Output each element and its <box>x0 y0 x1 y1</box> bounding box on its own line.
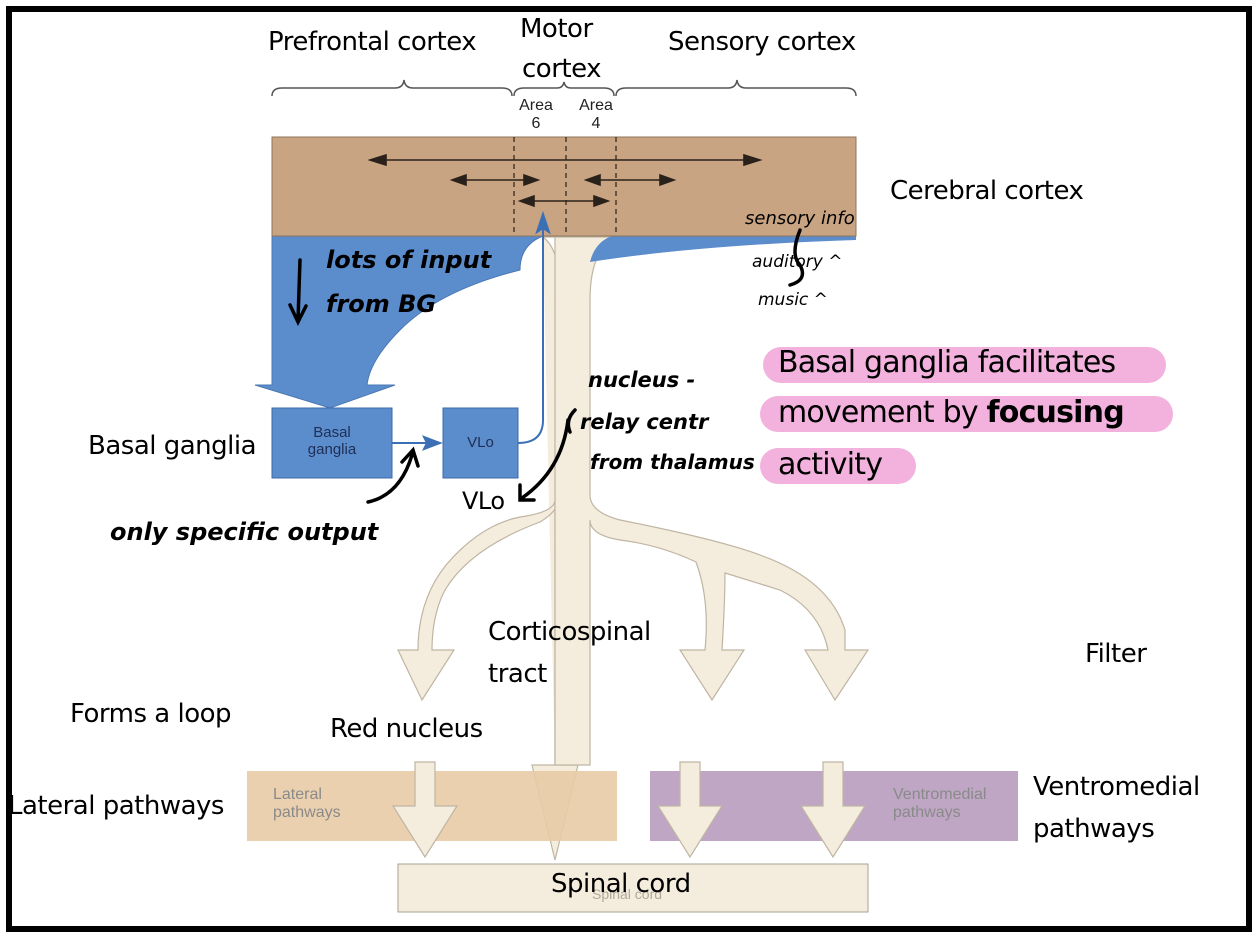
highlight-bar-3 <box>760 448 916 484</box>
basal-ganglia-box <box>271 407 393 479</box>
arrow-ventromedial-1 <box>656 761 724 859</box>
cortex-bottom-blue-wedge <box>590 236 856 262</box>
label-prefrontal-cortex: Prefrontal cortex <box>268 27 477 57</box>
spinal-cord-box <box>397 863 869 913</box>
hw-lots-of-input: lots of input <box>326 246 492 274</box>
note-line-3: activity <box>778 447 883 482</box>
region-braces <box>271 79 857 97</box>
label-sensory-cortex: Sensory cortex <box>668 27 856 57</box>
note-emphasis: focusing <box>986 395 1125 430</box>
bg-to-vlo-arrow <box>392 435 443 451</box>
label-vlo: VLo <box>462 487 505 515</box>
area-dividers <box>513 137 617 236</box>
label-corticospinal-line1: Corticospinal <box>488 617 651 647</box>
label-motor-line1: Motor <box>520 14 593 44</box>
label-spinal-cord: Spinal cord <box>551 869 691 899</box>
down-arrow-stroke <box>288 258 308 327</box>
vlo-annotation-arrow <box>518 418 570 502</box>
hw-from-bg: from BG <box>326 290 437 318</box>
hw-auditory: auditory ^ <box>752 252 843 272</box>
highlight-bar-2 <box>760 396 1173 432</box>
hw-relay-centre: relay centr <box>580 410 709 434</box>
box-label-vlo: VLo <box>467 434 494 451</box>
specific-output-arrow <box>366 446 420 504</box>
label-motor-line2: cortex <box>522 54 602 84</box>
hw-sensory-info: sensory info <box>745 208 855 229</box>
cortical-connection-arrows <box>367 153 763 208</box>
note-line-2: movement by focusing <box>778 395 1125 430</box>
label-ventromedial-line2: pathways <box>1033 814 1155 844</box>
highlight-bar-1 <box>763 347 1166 383</box>
hw-only-specific-output: only specific output <box>110 518 379 546</box>
arrow-ventromedial-2 <box>799 761 867 859</box>
label-basal-ganglia: Basal ganglia <box>88 431 257 461</box>
label-forms-loop: Forms a loop <box>70 699 232 729</box>
note-line-1: Basal ganglia facilitates <box>778 345 1116 380</box>
brace-sensory <box>615 79 857 97</box>
vlo-box <box>442 407 519 479</box>
label-lateral-pathways: Lateral pathways <box>8 791 224 821</box>
hw-nucleus: nucleus - <box>588 368 696 392</box>
label-red-nucleus: Red nucleus <box>330 714 483 744</box>
vlo-to-cortex-arrow <box>517 210 551 444</box>
label-filter: Filter <box>1085 639 1147 669</box>
corticospinal-tract-shape <box>397 236 870 861</box>
nucleus-bracket <box>566 408 577 434</box>
box-label-spinal-cord-faint: Spinal cord <box>592 886 663 902</box>
arrow-lateral <box>391 761 459 859</box>
pathway-down-arrows <box>391 761 867 859</box>
sensory-brace <box>788 228 805 287</box>
hw-music: music ^ <box>758 290 828 310</box>
cerebral-cortex-band <box>271 136 857 237</box>
handwritten-arrows <box>288 228 805 504</box>
label-ventromedial-line1: Ventromedial <box>1033 772 1200 802</box>
brace-prefrontal <box>271 79 513 97</box>
label-corticospinal-line2: tract <box>488 659 547 689</box>
hw-from-thalamus: from thalamus <box>590 450 755 474</box>
basal-ganglia-input-arrow <box>254 235 544 409</box>
label-cerebral-cortex: Cerebral cortex <box>890 176 1084 206</box>
brace-motor <box>513 81 615 97</box>
